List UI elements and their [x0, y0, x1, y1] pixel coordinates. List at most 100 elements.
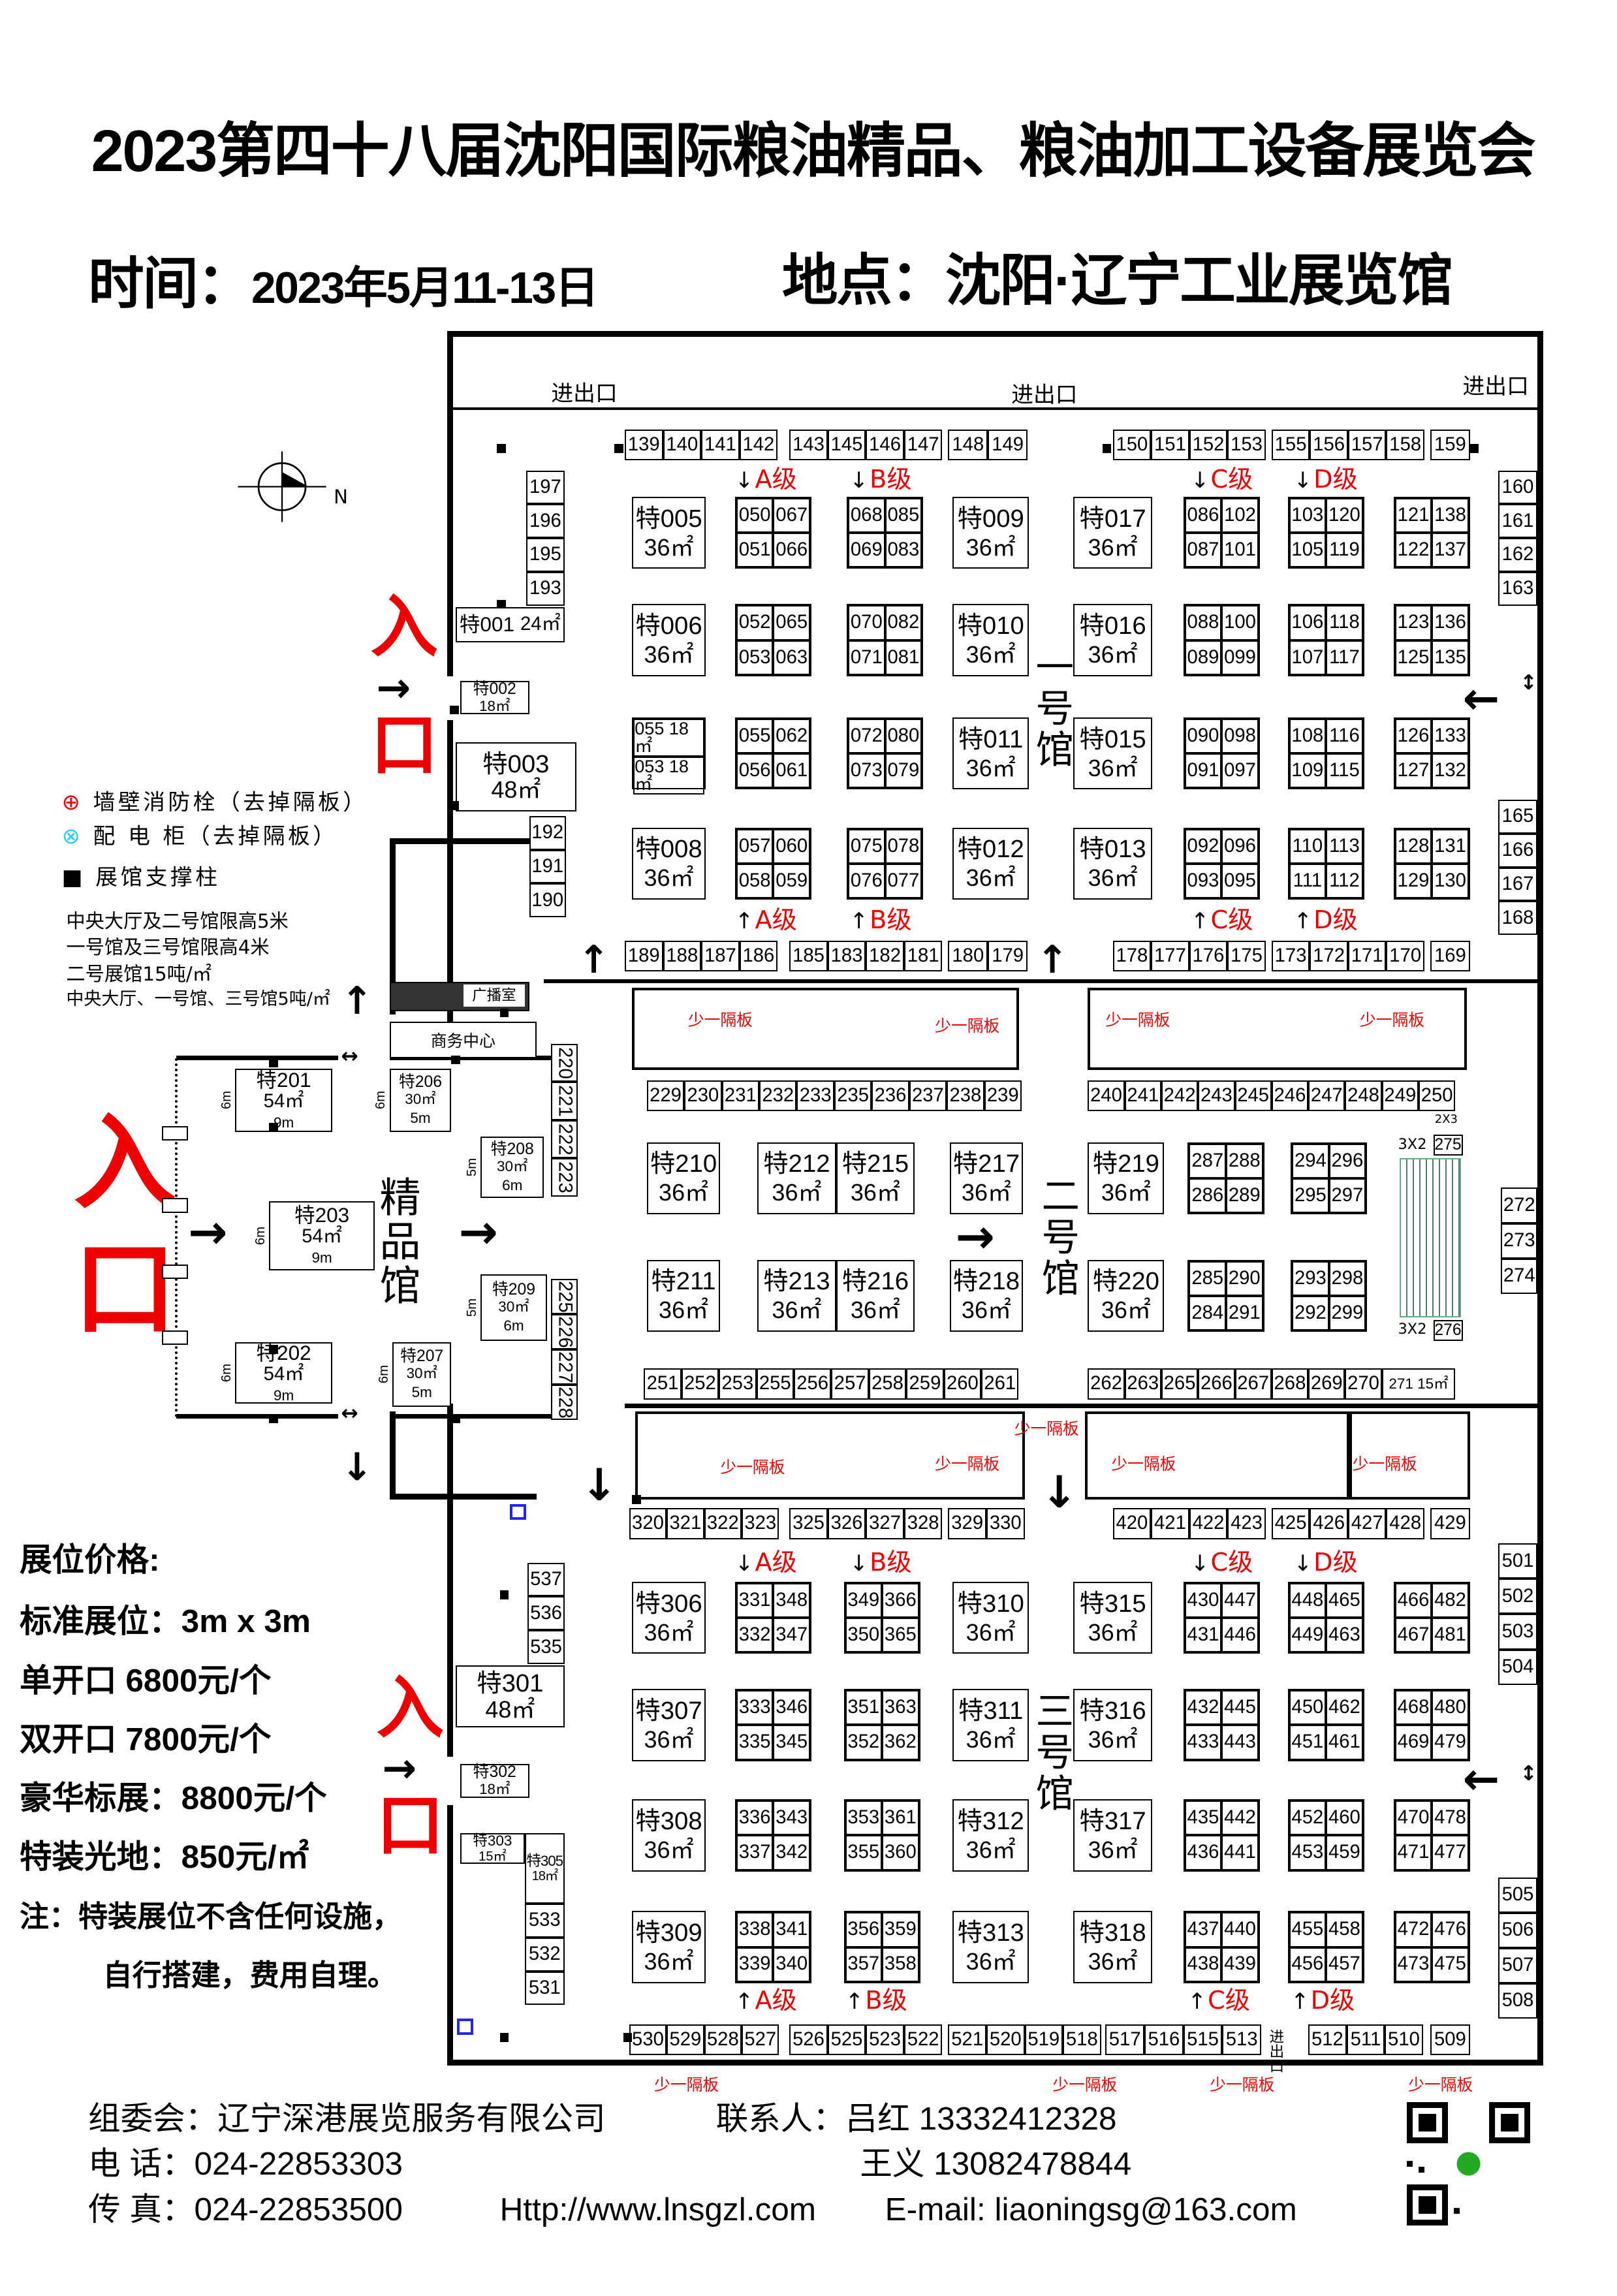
- booth-number[interactable]: 348: [773, 1582, 810, 1618]
- booth-number[interactable]: 357: [845, 1947, 883, 1982]
- booth-number[interactable]: 285: [1189, 1261, 1227, 1296]
- booth[interactable]: 513: [1222, 2024, 1262, 2056]
- booth[interactable]: 328: [903, 1508, 943, 1539]
- booth-number[interactable]: 430: [1184, 1582, 1222, 1618]
- booth[interactable]: 531: [524, 1971, 565, 2005]
- booth[interactable]: 232: [759, 1080, 797, 1112]
- booth-number[interactable]: 055 18㎡: [633, 718, 704, 757]
- booth-number[interactable]: 072: [848, 718, 885, 754]
- booth-number[interactable]: 106: [1289, 605, 1327, 640]
- booth-number[interactable]: 433: [1184, 1725, 1222, 1760]
- booth[interactable]: 425: [1271, 1508, 1310, 1539]
- booth[interactable]: 189: [625, 941, 663, 972]
- booth-number[interactable]: 051: [736, 533, 774, 568]
- booth-number[interactable]: 101: [1221, 533, 1259, 568]
- booth[interactable]: 503: [1498, 1614, 1538, 1650]
- booth-number[interactable]: 288: [1226, 1143, 1263, 1178]
- booth[interactable]: 161: [1498, 504, 1538, 539]
- booth-number[interactable]: 435: [1184, 1801, 1222, 1836]
- booth[interactable]: 506: [1498, 1912, 1538, 1948]
- booth-number[interactable]: 360: [882, 1835, 919, 1870]
- booth-number[interactable]: 077: [885, 863, 922, 899]
- booth[interactable]: 140: [663, 429, 702, 460]
- booth-number[interactable]: 056: [736, 753, 774, 789]
- booth[interactable]: 509: [1430, 2024, 1470, 2056]
- booth-number[interactable]: 459: [1326, 1835, 1363, 1870]
- booth-number[interactable]: 349: [845, 1582, 883, 1618]
- booth[interactable]: 521: [948, 2024, 986, 2056]
- booth-number[interactable]: 338: [736, 1912, 774, 1947]
- booth[interactable]: 148: [948, 429, 988, 460]
- booth-number[interactable]: 465: [1326, 1582, 1363, 1618]
- booth[interactable]: 172: [1310, 941, 1348, 972]
- booth[interactable]: 157: [1347, 429, 1387, 460]
- booth[interactable]: 267: [1234, 1368, 1272, 1400]
- booth-number[interactable]: 287: [1189, 1143, 1227, 1178]
- booth[interactable]: 228: [551, 1385, 578, 1421]
- booth[interactable]: 246: [1271, 1080, 1309, 1112]
- booth-number[interactable]: 109: [1289, 753, 1327, 789]
- booth[interactable]: 323: [742, 1508, 779, 1539]
- booth[interactable]: 235: [834, 1080, 872, 1112]
- booth-number[interactable]: 096: [1221, 828, 1259, 864]
- booth-number[interactable]: 362: [882, 1725, 919, 1760]
- booth-number[interactable]: 089: [1184, 640, 1222, 675]
- booth[interactable]: 259: [906, 1368, 944, 1400]
- booth-number[interactable]: 111: [1289, 863, 1327, 899]
- booth-number[interactable]: 346: [773, 1690, 810, 1725]
- booth-number[interactable]: 453: [1289, 1835, 1327, 1870]
- booth[interactable]: 151: [1151, 429, 1189, 460]
- booth[interactable]: 522: [903, 2024, 943, 2056]
- booth-number[interactable]: 333: [736, 1690, 774, 1725]
- booth[interactable]: 176: [1189, 941, 1228, 972]
- booth-number[interactable]: 292: [1292, 1295, 1329, 1331]
- booth-number[interactable]: 127: [1394, 753, 1432, 789]
- booth-number[interactable]: 059: [773, 863, 810, 899]
- booth-number[interactable]: 071: [848, 640, 885, 675]
- booth-number[interactable]: 450: [1289, 1690, 1327, 1725]
- booth[interactable]: 149: [988, 429, 1028, 460]
- booth-number[interactable]: 078: [885, 828, 922, 864]
- booth-number[interactable]: 467: [1394, 1618, 1432, 1653]
- booth[interactable]: 276: [1433, 1320, 1463, 1341]
- booth-number[interactable]: 463: [1326, 1618, 1363, 1653]
- booth[interactable]: 423: [1227, 1508, 1266, 1539]
- booth-number[interactable]: 119: [1326, 533, 1363, 568]
- booth-number[interactable]: 100: [1221, 605, 1259, 640]
- booth-number[interactable]: 088: [1184, 605, 1222, 640]
- booth-number[interactable]: 052: [736, 605, 774, 640]
- booth-number[interactable]: 098: [1221, 718, 1259, 754]
- booth-number[interactable]: 460: [1326, 1801, 1363, 1836]
- booth-number[interactable]: 358: [882, 1947, 919, 1982]
- booth-number[interactable]: 439: [1221, 1947, 1259, 1982]
- booth[interactable]: 241: [1124, 1080, 1161, 1112]
- booth-number[interactable]: 055: [736, 718, 774, 754]
- booth[interactable]: 429: [1430, 1508, 1470, 1539]
- booth-number[interactable]: 290: [1226, 1261, 1263, 1296]
- booth-number[interactable]: 431: [1184, 1618, 1222, 1653]
- booth-number[interactable]: 284: [1189, 1295, 1227, 1331]
- booth[interactable]: 529: [667, 2024, 704, 2056]
- booth-number[interactable]: 131: [1432, 828, 1469, 864]
- booth[interactable]: 516: [1144, 2024, 1184, 2056]
- booth[interactable]: 265: [1161, 1368, 1199, 1400]
- booth-number[interactable]: 347: [773, 1618, 810, 1653]
- booth-number[interactable]: 469: [1394, 1725, 1432, 1760]
- booth-number[interactable]: 057: [736, 828, 774, 864]
- booth[interactable]: 150: [1112, 429, 1152, 460]
- booth-number[interactable]: 086: [1184, 498, 1222, 533]
- booth-number[interactable]: 482: [1432, 1582, 1469, 1618]
- booth-number[interactable]: 103: [1289, 498, 1327, 533]
- booth[interactable]: 505: [1498, 1877, 1538, 1913]
- booth-number[interactable]: 295: [1292, 1178, 1329, 1213]
- booth[interactable]: 274: [1501, 1258, 1538, 1294]
